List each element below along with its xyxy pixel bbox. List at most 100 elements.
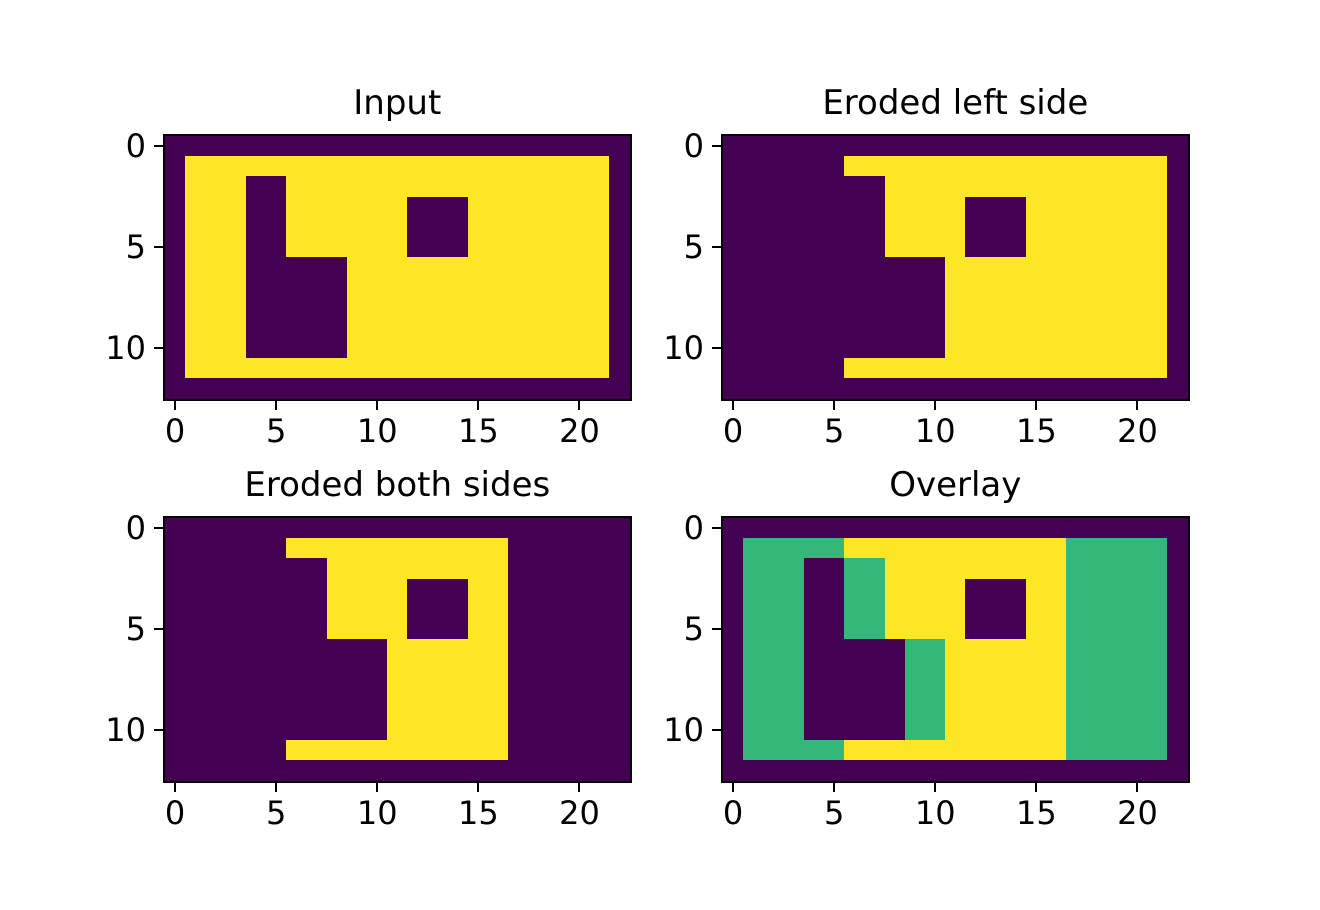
heatmap-cell (904, 558, 925, 579)
heatmap-cell (743, 216, 764, 237)
heatmap-cell (1025, 760, 1047, 781)
heatmap-cell (488, 297, 509, 318)
heatmap-cell (447, 317, 468, 338)
heatmap-cell (609, 760, 630, 781)
heatmap-cell (1147, 740, 1168, 761)
heatmap-cell (1066, 740, 1087, 761)
heatmap-cell (884, 176, 905, 197)
heatmap-cell (165, 236, 186, 258)
heatmap-cell (763, 176, 784, 197)
heatmap-cell (326, 236, 347, 258)
heatmap-cell (165, 176, 186, 197)
heatmap-cell (265, 760, 287, 781)
heatmap-cell (548, 558, 569, 579)
heatmap-cell (165, 760, 186, 781)
heatmap-cell (589, 618, 610, 640)
heatmap-cell (1066, 518, 1087, 539)
heatmap-cell (407, 639, 428, 660)
heatmap-cell (589, 538, 610, 559)
heatmap-cell (185, 618, 206, 640)
heatmap-cell (1106, 297, 1127, 318)
heatmap-cell (488, 378, 509, 399)
heatmap-cell (165, 740, 186, 761)
heatmap-cell (1005, 277, 1026, 298)
heatmap-cell (467, 337, 489, 359)
heatmap-cell (185, 358, 206, 379)
heatmap-cell (568, 317, 590, 338)
heatmap-cell (723, 760, 744, 781)
heatmap-cell (568, 257, 590, 278)
heatmap-cell (1066, 176, 1087, 197)
heatmap-cell (1086, 699, 1107, 720)
overlay-heatmap (723, 518, 1188, 781)
heatmap-cell (225, 558, 246, 579)
heatmap-cell (568, 659, 590, 680)
heatmap-cell (306, 236, 327, 258)
heatmap-cell (447, 659, 468, 680)
heatmap-cell (904, 719, 925, 741)
heatmap-cell (165, 598, 186, 619)
heatmap-cell (1046, 518, 1067, 539)
x-tick-label: 20 (559, 411, 600, 450)
heatmap-cell (1147, 156, 1168, 177)
heatmap-cell (326, 176, 347, 197)
heatmap-cell (1126, 317, 1148, 338)
heatmap-cell (205, 518, 226, 539)
heatmap-cell (326, 679, 347, 700)
heatmap-cell (286, 136, 307, 157)
heatmap-cell (548, 699, 569, 720)
heatmap-cell (447, 760, 468, 781)
heatmap-cell (985, 317, 1006, 338)
x-tick-mark (275, 398, 278, 410)
x-tick-mark (376, 780, 379, 792)
heatmap-cell (306, 358, 327, 379)
y-tick-mark (712, 729, 723, 732)
heatmap-cell (924, 216, 946, 237)
heatmap-cell (286, 337, 307, 359)
heatmap-cell (823, 257, 845, 278)
heatmap-cell (407, 518, 428, 539)
subplot-overlay-title: Overlay (889, 464, 1022, 505)
heatmap-cell (225, 378, 246, 399)
heatmap-cell (1046, 378, 1067, 399)
x-tick-mark (833, 398, 836, 410)
heatmap-cell (528, 277, 549, 298)
heatmap-cell (904, 538, 925, 559)
heatmap-cell (743, 639, 764, 660)
heatmap-cell (427, 598, 448, 619)
heatmap-cell (326, 699, 347, 720)
heatmap-cell (783, 358, 804, 379)
heatmap-cell (407, 760, 428, 781)
heatmap-cell (427, 196, 448, 217)
heatmap-cell (1086, 538, 1107, 559)
heatmap-cell (1046, 257, 1067, 278)
heatmap-cell (205, 196, 226, 217)
heatmap-cell (165, 639, 186, 660)
heatmap-cell (467, 558, 489, 579)
heatmap-cell (589, 176, 610, 197)
heatmap-cell (185, 699, 206, 720)
heatmap-cell (185, 378, 206, 399)
heatmap-cell (185, 317, 206, 338)
heatmap-cell (366, 136, 388, 157)
heatmap-cell (306, 598, 327, 619)
heatmap-cell (265, 618, 287, 640)
heatmap-cell (884, 699, 905, 720)
heatmap-cell (1167, 277, 1188, 298)
heatmap-cell (225, 277, 246, 298)
heatmap-cell (508, 618, 529, 640)
heatmap-cell (965, 277, 986, 298)
heatmap-cell (783, 378, 804, 399)
heatmap-cell (427, 740, 448, 761)
heatmap-cell (1066, 216, 1087, 237)
heatmap-cell (1147, 136, 1168, 157)
heatmap-cell (306, 679, 327, 700)
heatmap-cell (985, 659, 1006, 680)
heatmap-cell (447, 719, 468, 741)
x-tick-label: 0 (722, 793, 744, 832)
heatmap-cell (1005, 719, 1026, 741)
heatmap-cell (366, 719, 388, 741)
heatmap-cell (864, 236, 885, 258)
heatmap-cell (723, 538, 744, 559)
heatmap-cell (427, 699, 448, 720)
